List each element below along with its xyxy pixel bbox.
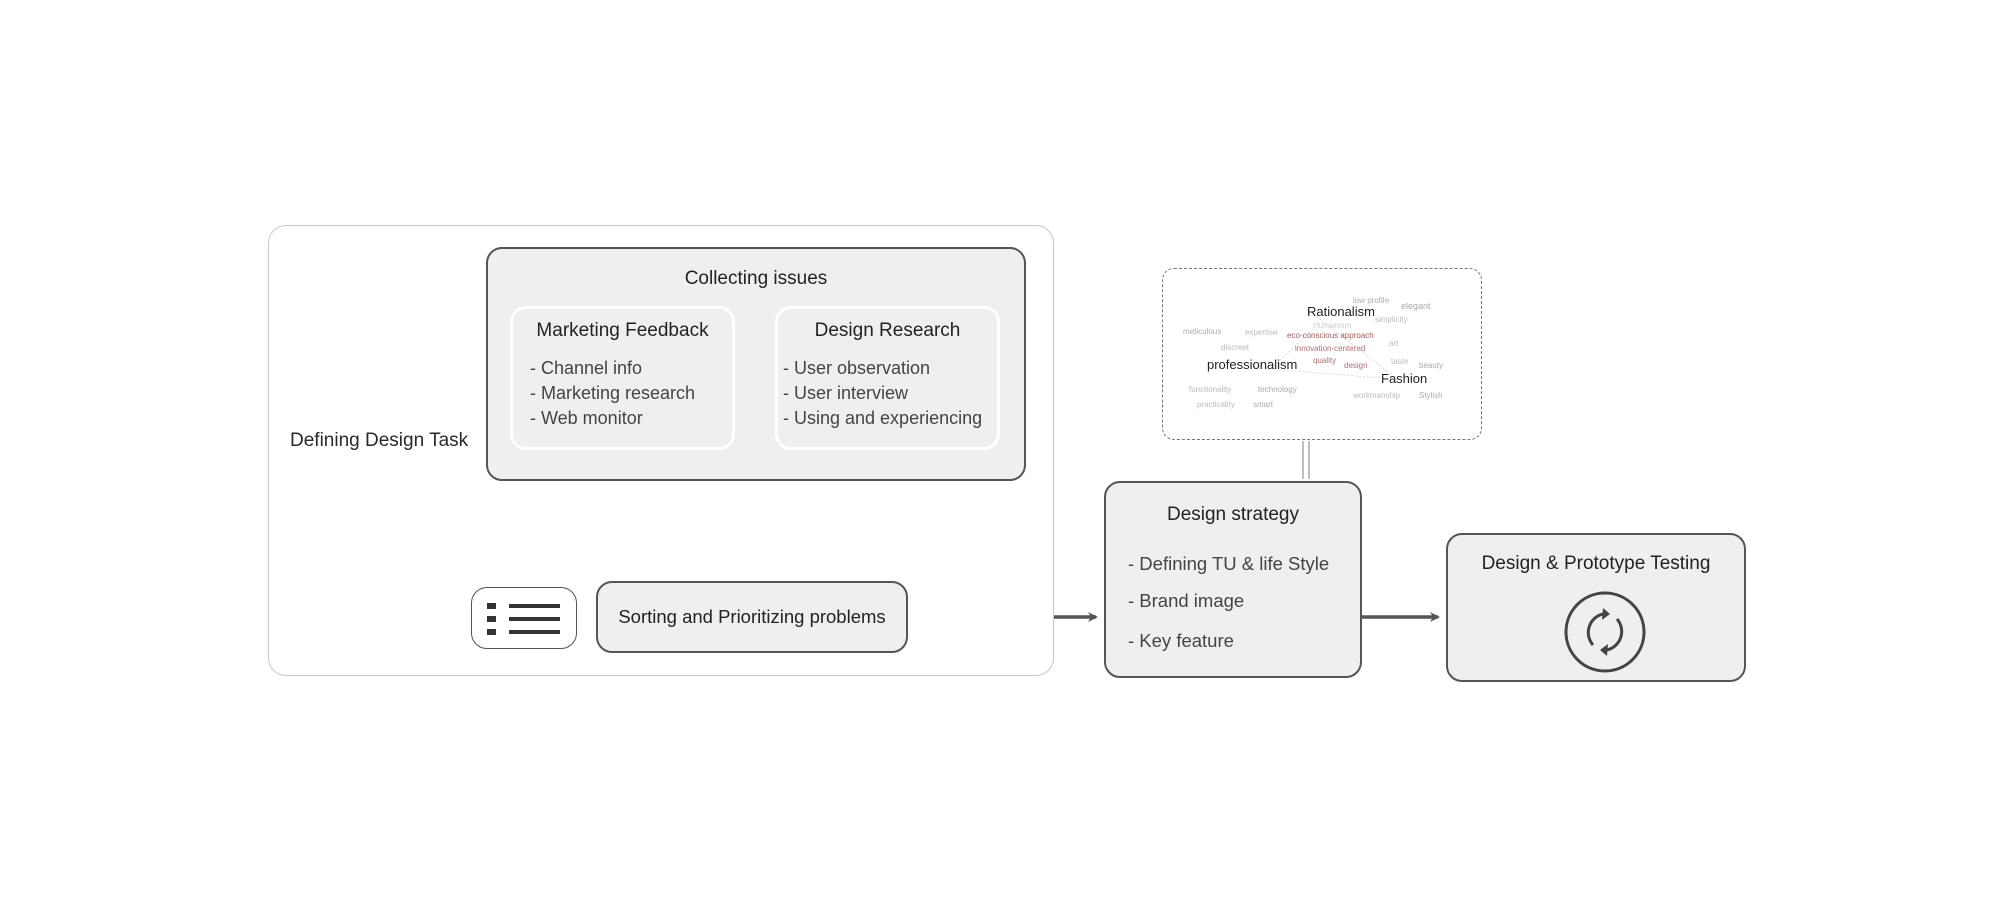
cloud-word: technology (1258, 385, 1297, 394)
cloud-word: simplicity (1375, 315, 1408, 324)
list-item: - User observation (783, 358, 931, 378)
list-icon-graphic (487, 603, 560, 635)
cloud-word: expertise (1245, 328, 1278, 337)
design-strategy-box[interactable] (1104, 481, 1362, 678)
strategy-item: - Key feature (1128, 630, 1234, 651)
group-label: Defining Design Task (290, 430, 469, 451)
design-research-list: - User observation - User interview - Us… (783, 356, 982, 431)
cloud-word: design (1344, 361, 1368, 370)
cloud-word: low profile (1353, 296, 1390, 305)
cloud-word: art (1389, 339, 1399, 348)
cloud-word: functionality (1189, 385, 1232, 394)
marketing-feedback-title: Marketing Feedback (536, 320, 709, 341)
sorting-prioritizing-box[interactable]: Sorting and Prioritizing problems (596, 581, 908, 653)
cloud-word: Rationalism (1307, 304, 1375, 319)
connector-cloud-to-strategy (1302, 441, 1310, 479)
strategy-item: - Brand image (1128, 590, 1245, 611)
cloud-word: Stylish (1419, 391, 1443, 400)
cloud-lines (1270, 313, 1394, 380)
cloud-word: innovation-centered (1295, 344, 1366, 353)
design-research-title: Design Research (814, 320, 961, 341)
list-item: - User interview (783, 383, 909, 403)
cloud-word: quality (1313, 356, 1337, 365)
refresh-icon-graphic (1564, 591, 1646, 673)
cloud-word: smart (1253, 400, 1273, 409)
list-item: - Channel info (530, 358, 643, 378)
design-research-card[interactable] (775, 306, 1000, 450)
cloud-word: elegant (1401, 301, 1431, 311)
cloud-word: discreet (1221, 343, 1250, 352)
list-icon (471, 587, 577, 649)
list-item: - Web monitor (530, 408, 643, 428)
sorting-label: Sorting and Prioritizing problems (618, 606, 886, 627)
cloud-word: meticulous (1183, 327, 1222, 336)
cloud-word: eco-conscious approach (1287, 331, 1374, 340)
design-strategy-title: Design strategy (1166, 504, 1299, 525)
cloud-word: practicality (1197, 400, 1235, 409)
refresh-icon (1563, 590, 1647, 674)
marketing-feedback-card[interactable] (510, 306, 735, 450)
testing-title: Design & Prototype Testing (1481, 553, 1711, 574)
keyword-cloud: low profile elegant Rationalism Humanism… (1162, 268, 1482, 440)
cloud-word: Humanism (1313, 321, 1352, 330)
cloud-word: taste (1391, 357, 1409, 366)
cloud-word: workmanship (1353, 391, 1401, 400)
list-item: - Marketing research (530, 383, 696, 403)
design-prototype-testing-box[interactable] (1446, 533, 1746, 682)
cloud-word: beauty (1419, 361, 1444, 370)
collecting-issues-title: Collecting issues (684, 268, 828, 289)
cloud-word: Fashion (1381, 371, 1428, 386)
marketing-feedback-list: - Channel info - Marketing research - We… (530, 356, 695, 431)
strategy-item: - Defining TU & life Style (1128, 553, 1330, 574)
list-item: - Using and experiencing (783, 408, 983, 428)
cloud-word: professionalism (1207, 357, 1298, 372)
